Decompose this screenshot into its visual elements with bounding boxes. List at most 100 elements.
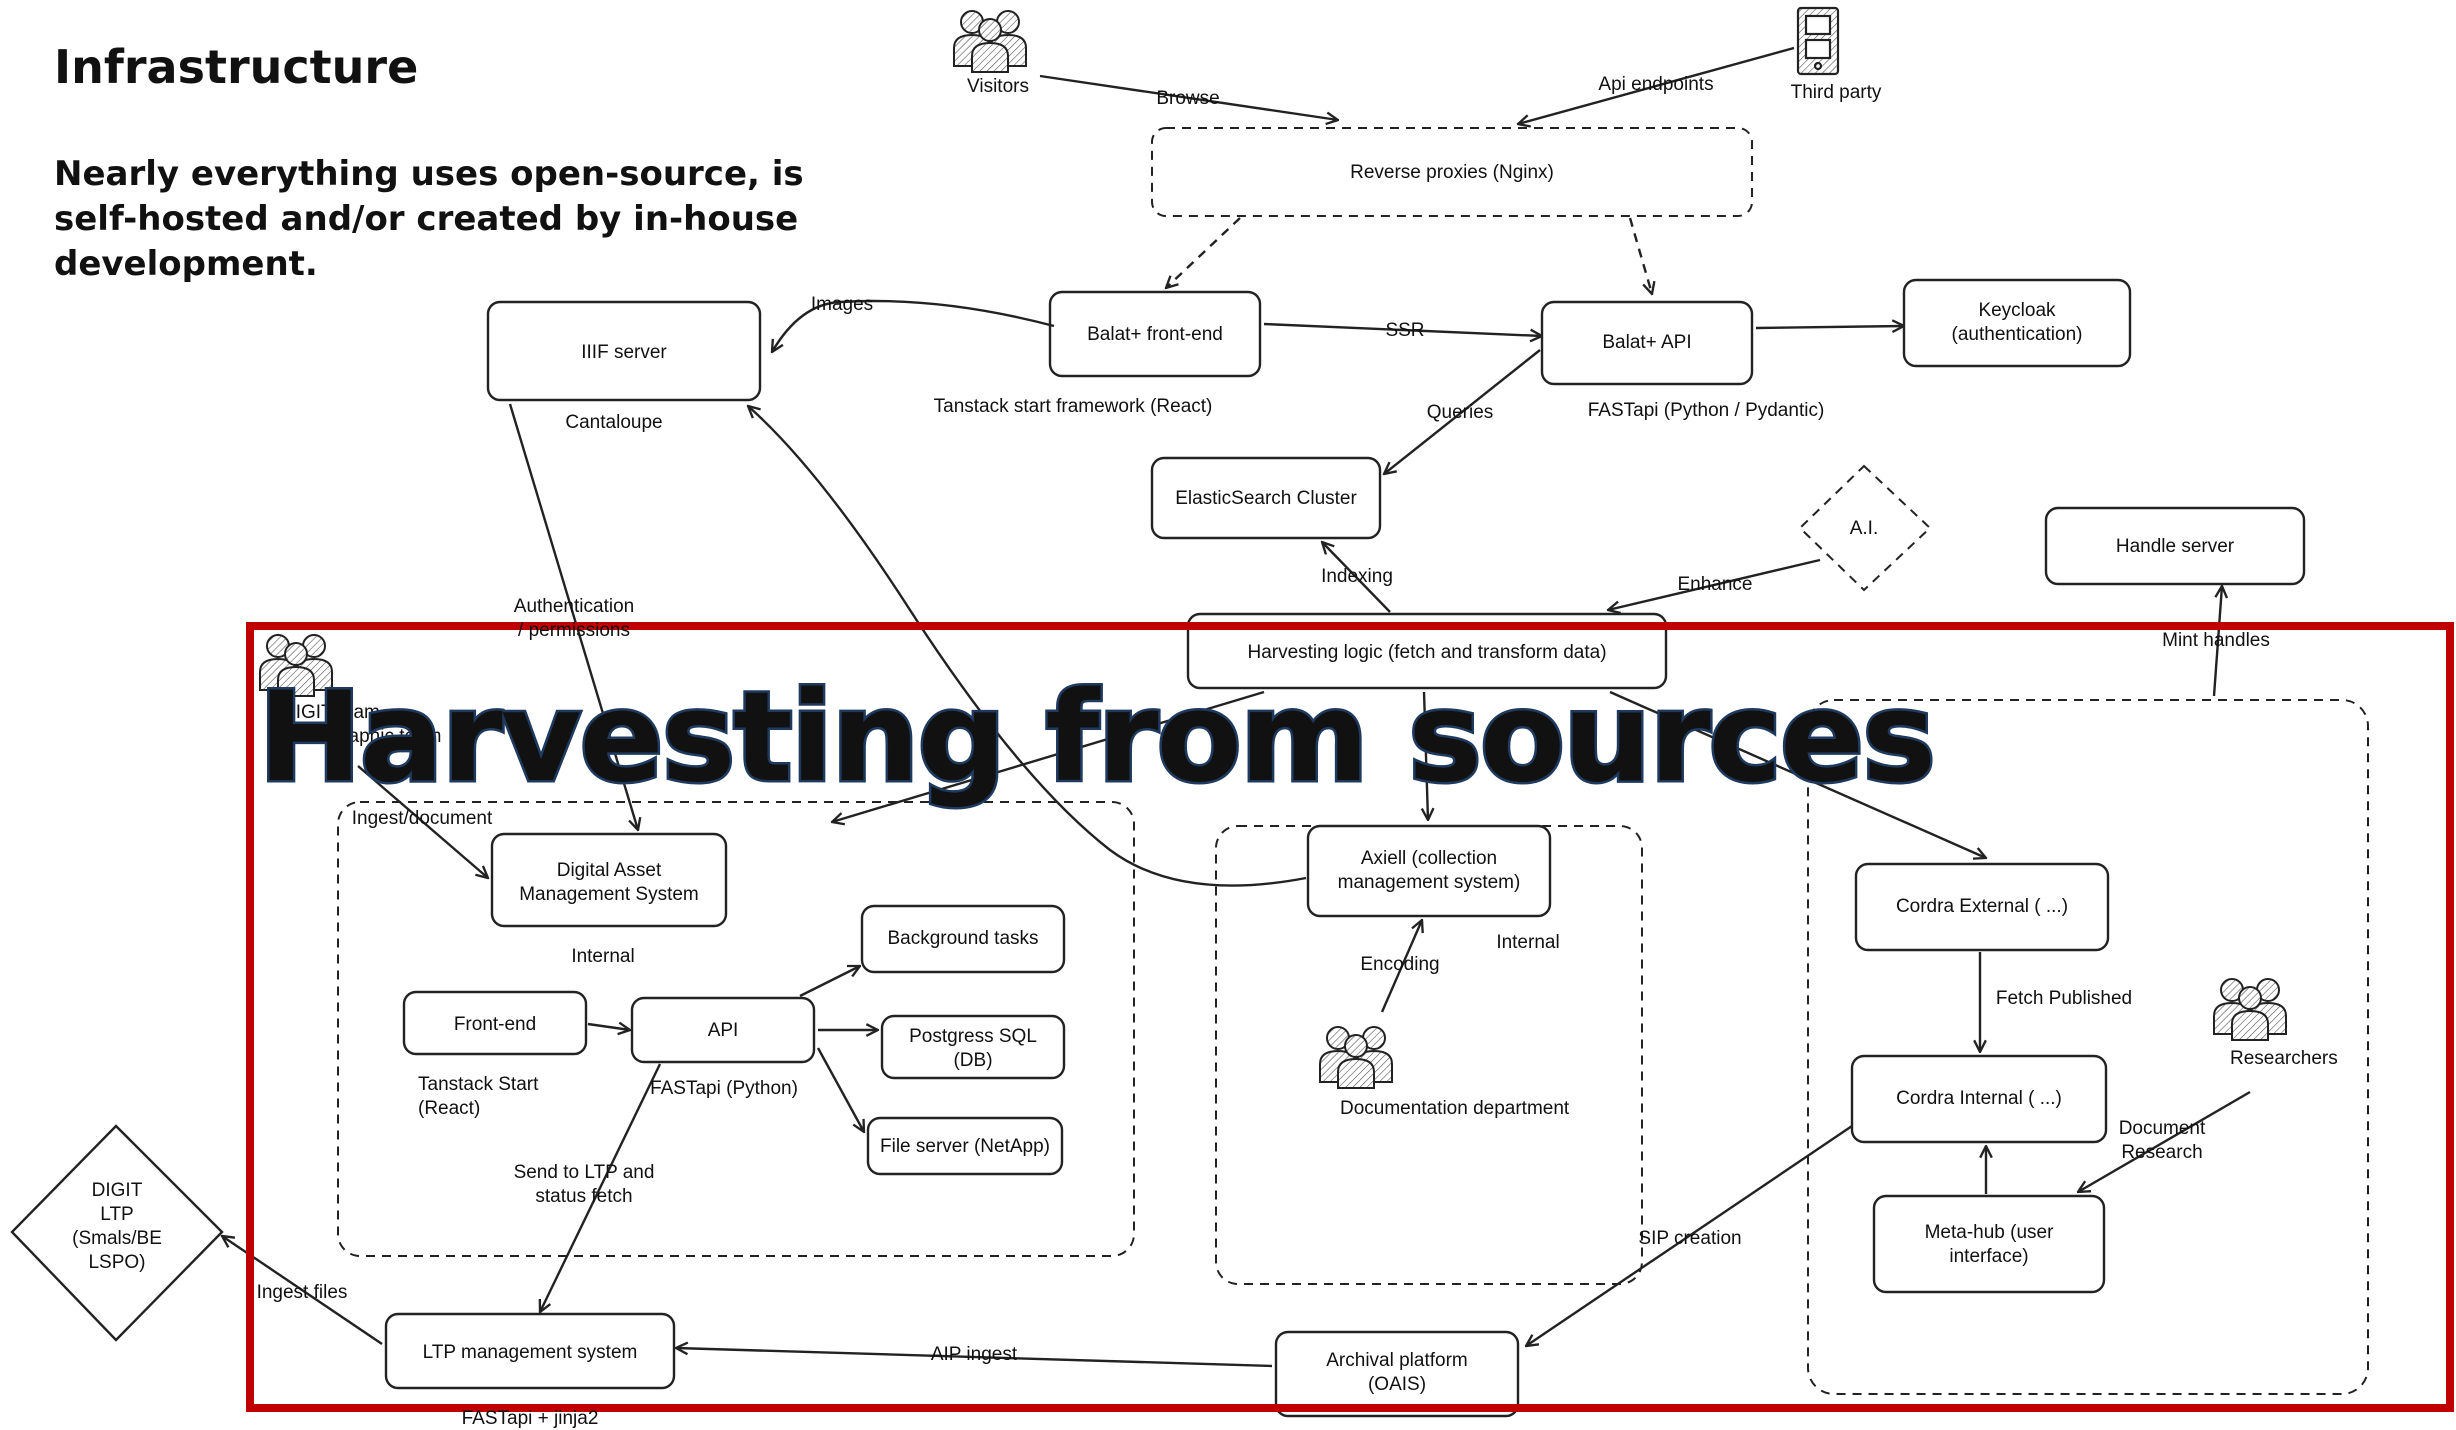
iiif-label: IIIF server bbox=[581, 342, 667, 363]
background-label: Background tasks bbox=[887, 928, 1038, 949]
edge-harvest-cordra bbox=[1609, 690, 1986, 858]
edge-label-send-ltp-2: status fetch bbox=[535, 1186, 632, 1207]
metahub-node bbox=[1872, 1194, 2106, 1294]
internal-dams-caption: Internal bbox=[571, 946, 634, 967]
edge-proxy-front bbox=[1166, 217, 1241, 288]
edge-api-background bbox=[799, 966, 860, 998]
edge-sip bbox=[1526, 1125, 1853, 1346]
edge-proxy-api bbox=[1628, 217, 1652, 294]
harvesting-sources-heading: Harvesting from sources bbox=[258, 666, 1934, 810]
page-subtitle: Nearly everything uses open-source, is s… bbox=[54, 154, 804, 284]
edge-label-ingest-files: Ingest files bbox=[257, 1282, 348, 1303]
edge-label-ssr: SSR bbox=[1385, 320, 1424, 341]
edge-api-endpoints bbox=[1518, 46, 1795, 124]
edge-images bbox=[772, 299, 1055, 352]
frontend-node bbox=[402, 990, 588, 1056]
dams-label-1: Digital Asset bbox=[557, 860, 662, 881]
edge-axiell-iiif bbox=[748, 406, 1307, 887]
axiell-node bbox=[1306, 824, 1552, 918]
elastic-label: ElasticSearch Cluster bbox=[1175, 488, 1357, 509]
balat-api-node bbox=[1540, 300, 1754, 386]
harvesting-label: Harvesting logic (fetch and transform da… bbox=[1247, 642, 1606, 663]
edge-aip bbox=[676, 1348, 1273, 1368]
tanstack-react-caption-1: Tanstack Start bbox=[418, 1074, 539, 1095]
edge-auth bbox=[508, 403, 638, 830]
edge-label-ingest-doc: Ingest/document bbox=[352, 808, 493, 829]
archival-label-2: (OAIS) bbox=[1368, 1374, 1426, 1395]
axiell-label-2: management system) bbox=[1338, 872, 1521, 893]
edge-label-indexing: Indexing bbox=[1321, 566, 1393, 587]
ai-label: A.I. bbox=[1850, 518, 1879, 539]
edge-label-encoding: Encoding bbox=[1360, 954, 1439, 975]
edge-label-mint: Mint handles bbox=[2162, 630, 2270, 651]
metahub-label-1: Meta-hub (user bbox=[1925, 1222, 2055, 1243]
tanstack-react-caption-2: (React) bbox=[418, 1098, 480, 1119]
harvesting-node bbox=[1186, 612, 1668, 690]
cordra-external-node bbox=[1854, 862, 2110, 952]
keycloak-label-1: Keycloak bbox=[1978, 300, 2056, 321]
edge-label-doc-research-2: Research bbox=[2121, 1142, 2202, 1163]
cantaloupe-caption: Cantaloupe bbox=[565, 412, 662, 433]
background-node bbox=[860, 904, 1066, 974]
highlight-frame bbox=[246, 622, 2454, 1412]
researchers-icon bbox=[2213, 978, 2287, 1041]
edge-mint bbox=[2212, 586, 2222, 697]
edge-harvest-axiell bbox=[1424, 691, 1428, 820]
axiell-group bbox=[1215, 825, 1643, 1285]
fileserver-label: File server (NetApp) bbox=[880, 1136, 1050, 1157]
edge-label-enhance: Enhance bbox=[1677, 574, 1752, 595]
page-title: Infrastructure bbox=[54, 40, 419, 94]
ltp-label: LTP management system bbox=[423, 1342, 638, 1363]
fastapi-pydantic-caption: FASTapi (Python / Pydantic) bbox=[1588, 400, 1825, 421]
visitors-icon bbox=[953, 10, 1027, 73]
fastapi-jinja-caption: FASTapi + jinja2 bbox=[462, 1408, 599, 1429]
archival-node bbox=[1274, 1330, 1520, 1418]
dams-label-2: Management System bbox=[519, 884, 699, 905]
internal-axiell-caption: Internal bbox=[1496, 932, 1559, 953]
proxy-box bbox=[1151, 127, 1753, 217]
edge-label-auth-1: Authentication bbox=[514, 596, 634, 617]
edge-label-fetch-published: Fetch Published bbox=[1996, 988, 2132, 1009]
elastic-node bbox=[1150, 456, 1382, 540]
ai-node bbox=[1798, 464, 1932, 592]
fileserver-node bbox=[866, 1116, 1064, 1176]
edge-label-auth-2: / permissions bbox=[518, 620, 630, 641]
documentation-label: Documentation department bbox=[1340, 1098, 1570, 1119]
phone-icon bbox=[1796, 6, 1840, 76]
digit-ltp-label-3: (Smals/BE bbox=[72, 1228, 162, 1249]
edge-browse bbox=[1039, 74, 1338, 120]
handle-label: Handle server bbox=[2116, 536, 2235, 557]
fastapi-python-caption: FASTapi (Python) bbox=[650, 1078, 798, 1099]
balat-frontend-node bbox=[1048, 290, 1262, 378]
edge-api-ltp bbox=[540, 1063, 662, 1312]
ltp-node bbox=[384, 1312, 676, 1390]
edge-frontend-api bbox=[587, 1024, 630, 1030]
api-label: API bbox=[708, 1020, 739, 1041]
dams-group bbox=[337, 801, 1135, 1257]
edge-ingest-doc bbox=[357, 765, 488, 878]
digit-team-label-1: DIGIT team bbox=[282, 702, 380, 723]
edge-doc-research bbox=[2078, 1090, 2251, 1192]
edge-label-browse: Browse bbox=[1156, 88, 1219, 109]
digit-ltp-label-2: LTP bbox=[100, 1204, 133, 1225]
iiif-node bbox=[486, 300, 762, 402]
cordra-internal-node bbox=[1850, 1054, 2108, 1144]
edge-ssr bbox=[1263, 322, 1542, 336]
frontend-label: Front-end bbox=[454, 1014, 536, 1035]
edge-enhance bbox=[1608, 558, 1821, 610]
tanstack-caption: Tanstack start framework (React) bbox=[934, 396, 1213, 417]
edge-label-api-endpoints: Api endpoints bbox=[1598, 74, 1713, 95]
documentation-team-icon bbox=[1319, 1026, 1393, 1089]
third-party-label: Third party bbox=[1791, 82, 1882, 103]
dams-node bbox=[490, 832, 728, 928]
visitors-label: Visitors bbox=[967, 76, 1029, 97]
keycloak-label-2: (authentication) bbox=[1952, 324, 2083, 345]
edge-label-queries: Queries bbox=[1427, 402, 1494, 423]
digit-ltp-label-4: LSPO) bbox=[88, 1252, 145, 1273]
edge-queries bbox=[1384, 349, 1541, 474]
digit-ltp-node bbox=[10, 1124, 224, 1342]
edge-keycloak bbox=[1755, 326, 1904, 328]
postgres-label-1: Postgress SQL bbox=[909, 1026, 1037, 1047]
reverse-proxies-label: Reverse proxies (Nginx) bbox=[1350, 162, 1554, 183]
edge-indexing bbox=[1322, 542, 1391, 613]
